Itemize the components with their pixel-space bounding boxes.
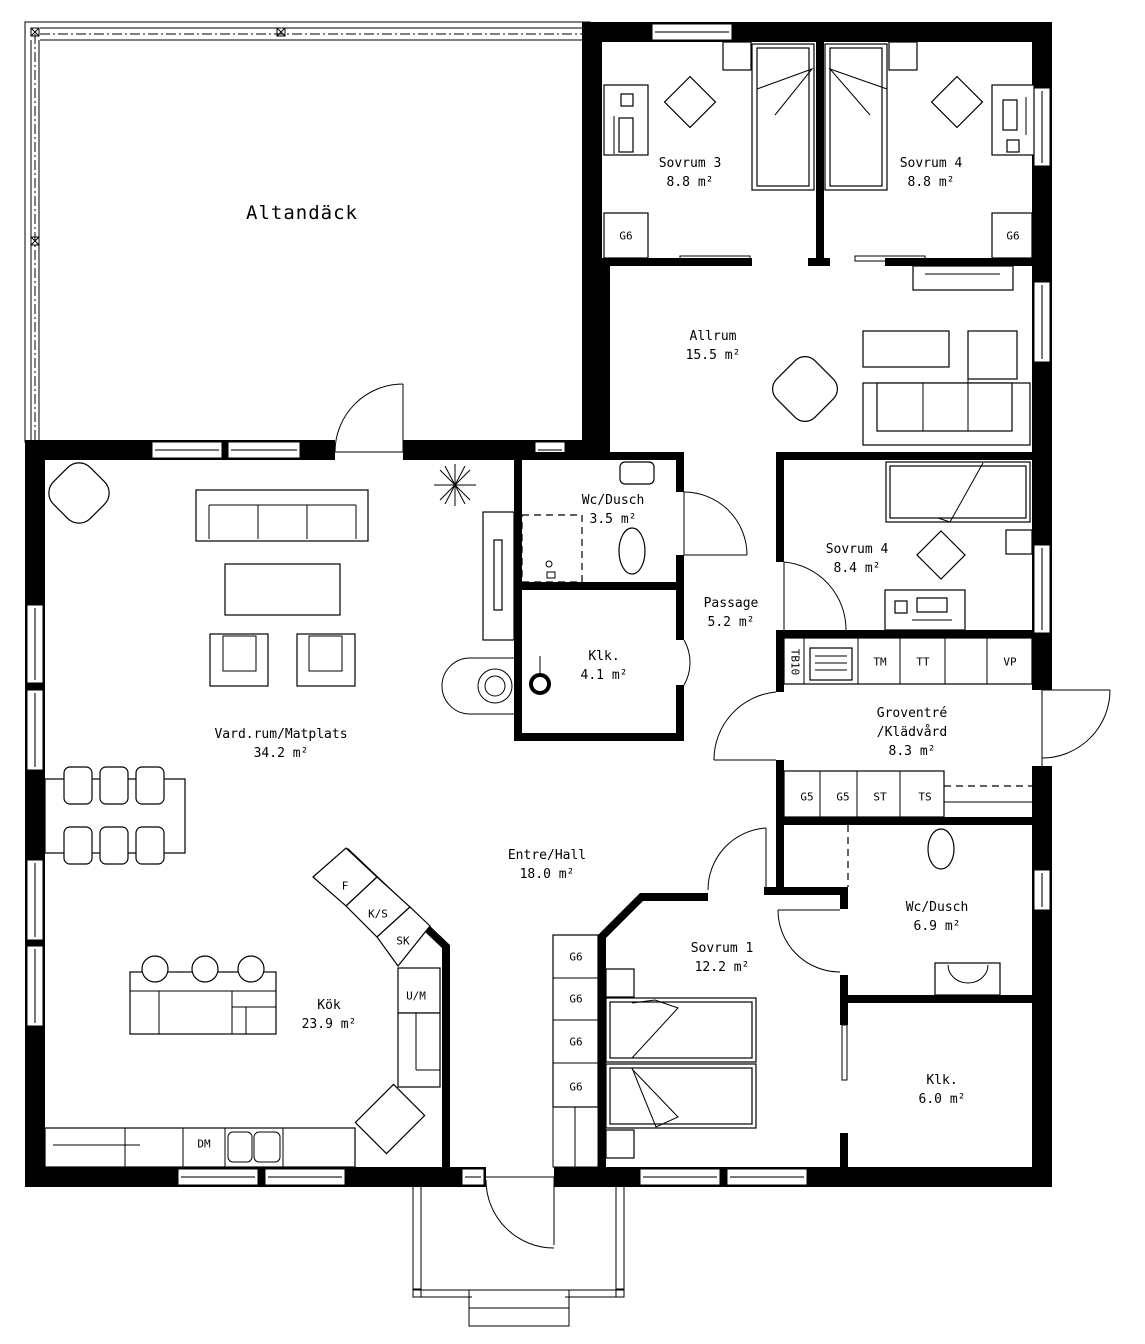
tag-laundry-tt: TT: [916, 655, 930, 669]
room-name: Vard.rum/Matplats: [214, 727, 348, 742]
tag-laundry-st: ST: [873, 790, 887, 804]
room-name-line2: /Klädvård: [876, 725, 948, 740]
room-area: 4.1 m²: [580, 668, 628, 683]
room-name: Passage: [703, 596, 759, 611]
room-area: 18.0 m²: [519, 867, 575, 882]
room-area: 8.4 m²: [833, 561, 881, 576]
room-name: Groventré: [876, 706, 948, 721]
room-name: Klk.: [926, 1073, 958, 1088]
room-area: 23.9 m²: [301, 1017, 357, 1032]
windows: [26, 23, 1051, 1186]
room-name: Altandäck: [246, 202, 358, 224]
exterior-doors: [334, 383, 1111, 1249]
room-name: Entre/Hall: [507, 848, 587, 863]
room-area: 6.9 m²: [913, 919, 961, 934]
room-name: Sovrum 4: [825, 542, 889, 557]
room-name: Kök: [317, 998, 341, 1013]
room-label-klk-small: Klk. 4.1 m²: [581, 647, 628, 685]
room-name: Sovrum 4: [899, 156, 963, 171]
tag-laundry-g5-2: G5: [836, 790, 850, 804]
room-name: Allrum: [689, 329, 737, 344]
room-area: 8.8 m²: [907, 175, 955, 190]
tag-wardrobe-sovrum1-1: G6: [569, 950, 583, 964]
room-area: 8.8 m²: [666, 175, 714, 190]
room-label-allrum: Allrum 15.5 m²: [686, 327, 741, 365]
tag-wardrobe-sovrum4: G6: [1006, 229, 1020, 243]
room-area: 5.2 m²: [707, 615, 755, 630]
room-label-groventre: Groventré /Klädvård 8.3 m²: [877, 704, 947, 761]
tag-laundry-tb10: TB10: [788, 648, 802, 676]
room-name: Wc/Dusch: [581, 493, 645, 508]
entrance-porch: [412, 1187, 625, 1327]
room-name: Klk.: [588, 649, 620, 664]
tag-laundry-vp: VP: [1003, 655, 1017, 669]
room-label-sovrum1: Sovrum 1 12.2 m²: [691, 939, 754, 977]
tag-wardrobe-sovrum1-3: G6: [569, 1035, 583, 1049]
room-area: 3.5 m²: [589, 512, 637, 527]
interior-doors: [679, 255, 926, 1081]
room-label-sovrum3: Sovrum 3 8.8 m²: [659, 154, 722, 192]
tag-laundry-tm: TM: [873, 655, 887, 669]
room-area: 34.2 m²: [253, 746, 309, 761]
room-area: 8.3 m²: [888, 744, 936, 759]
room-name: Sovrum 3: [658, 156, 722, 171]
room-label-entre-hall: Entre/Hall 18.0 m²: [508, 846, 586, 884]
room-name: Wc/Dusch: [905, 900, 969, 915]
tag-kitchen-um: U/M: [406, 989, 426, 1003]
room-area: 6.0 m²: [918, 1092, 966, 1107]
tag-wardrobe-sovrum1-2: G6: [569, 992, 583, 1006]
room-label-wc-dusch-small: Wc/Dusch 3.5 m²: [582, 491, 645, 529]
room-label-wc-dusch-large: Wc/Dusch 6.9 m²: [906, 898, 969, 936]
tag-kitchen-dm: DM: [197, 1137, 211, 1151]
room-label-passage: Passage 5.2 m²: [704, 594, 759, 632]
room-area: 12.2 m²: [694, 960, 750, 975]
room-name: Sovrum 1: [690, 941, 754, 956]
room-label-kok: Kök 23.9 m²: [302, 996, 357, 1034]
tag-kitchen-f: F: [341, 879, 349, 893]
tag-wardrobe-sovrum1-4: G6: [569, 1080, 583, 1094]
room-label-vardrum-matplats: Vard.rum/Matplats 34.2 m²: [214, 725, 347, 763]
room-area: 15.5 m²: [685, 348, 741, 363]
tag-laundry-ts: TS: [918, 790, 932, 804]
room-label-altandack: Altandäck: [246, 204, 358, 223]
room-label-sovrum4-top: Sovrum 4 8.8 m²: [900, 154, 963, 192]
tag-laundry-g5-1: G5: [800, 790, 814, 804]
furniture: [44, 41, 1035, 1168]
room-label-sovrum4-mid: Sovrum 4 8.4 m²: [826, 540, 889, 578]
room-label-klk-large: Klk. 6.0 m²: [919, 1071, 966, 1109]
deck-outline: [24, 21, 591, 443]
tag-kitchen-sk: SK: [396, 934, 410, 948]
tag-kitchen-ks: K/S: [368, 907, 388, 921]
tag-wardrobe-sovrum3: G6: [619, 229, 633, 243]
